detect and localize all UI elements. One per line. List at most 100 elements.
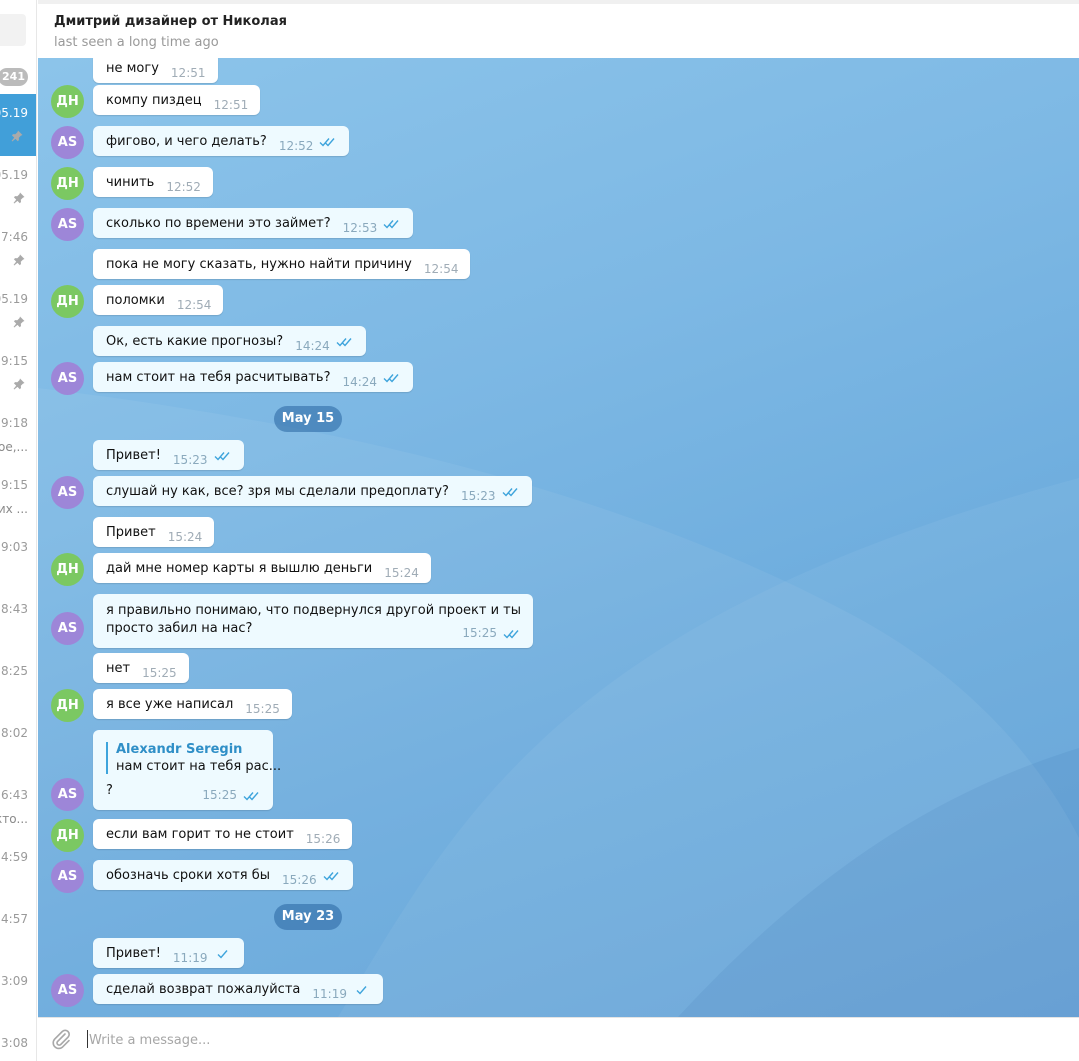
message-time: 12:51 — [170, 66, 206, 80]
message-bubble[interactable]: Привет!15:23 — [93, 440, 244, 470]
message-time: 14:24 — [295, 339, 330, 353]
message-bubble[interactable]: слушай ну как, все? зря мы сделали предо… — [93, 476, 532, 506]
chat-list-item[interactable]: 14:57 — [0, 900, 36, 962]
message-bubble[interactable]: нам стоит на тебя расчитывать?14:24 — [93, 362, 414, 392]
chat-list-item[interactable]: 19:15 их ... — [0, 466, 36, 528]
message-text: слушай ну как, все? зря мы сделали предо… — [106, 484, 449, 499]
message-bubble[interactable]: я правильно понимаю, что подвернулся дру… — [93, 594, 533, 648]
message-bubble[interactable]: обозначь сроки хотя бы 15:26 — [93, 860, 353, 890]
message-bubble[interactable]: сколько по времени это займет?12:53 — [93, 208, 414, 238]
paperclip-icon[interactable] — [50, 1028, 72, 1052]
message-bubble[interactable]: фигово, и чего делать?12:52 — [93, 126, 350, 156]
reply-text: нам стоит на тебя рас... — [116, 759, 282, 774]
message-text: Привет! — [106, 448, 161, 463]
chat-list-item[interactable]: 19:18 ое,... — [0, 404, 36, 466]
avatar[interactable]: ДН — [51, 553, 84, 586]
chat-list-item[interactable]: 16:43 кто... — [0, 776, 36, 838]
message-time: 15:25 — [202, 788, 237, 802]
chat-list-item-time: 18:02 — [0, 726, 28, 740]
avatar[interactable]: ДН — [51, 85, 84, 118]
chat-list-item-time: 05.19 — [0, 168, 28, 182]
chat-header[interactable]: Дмитрий дизайнер от Николая last seen a … — [38, 0, 1079, 58]
chat-list-item[interactable]: 13:09 — [0, 962, 36, 1024]
avatar[interactable]: AS — [51, 362, 84, 395]
message-text: я правильно понимаю, что подвернулся дру… — [106, 603, 521, 618]
chat-list-item-time: 16:43 — [0, 788, 28, 802]
message-text: Привет — [106, 525, 156, 540]
chat-list-item[interactable]: 19:15 — [0, 342, 36, 404]
double-check-icon — [502, 487, 520, 497]
chat-list-item-preview: ое,... — [0, 440, 28, 454]
message-time: 11:19 — [312, 987, 347, 1001]
chat-list-item[interactable]: 17:46 — [0, 218, 36, 280]
double-check-icon — [323, 871, 341, 881]
chat-list-item-time: 19:15 — [0, 354, 28, 368]
pin-icon — [13, 378, 25, 390]
message-time: 15:26 — [282, 873, 317, 887]
chat-list-item[interactable]: 19:03 — [0, 528, 36, 590]
message-text: не могу — [106, 61, 159, 76]
message-time: 11:19 — [172, 951, 208, 965]
message-bubble[interactable]: Ок, есть какие прогнозы?14:24 — [93, 326, 366, 356]
single-check-icon — [214, 949, 232, 959]
chat-list-item[interactable]: 14:59 — [0, 838, 36, 900]
message-bubble[interactable]: не могу 12:51 — [93, 58, 218, 83]
chat-list-item-time: 05.19 — [0, 106, 28, 120]
message-time: 15:25 — [245, 702, 280, 716]
chat-list-item[interactable]: 18:43 — [0, 590, 36, 652]
chat-list-item[interactable]: 18:02 — [0, 714, 36, 776]
message-bubble[interactable]: Привет!11:19 — [93, 938, 244, 968]
unread-count-badge: 241 — [0, 68, 28, 86]
chat-list-item-time: 14:59 — [0, 850, 28, 864]
message-time: 15:25 — [462, 626, 497, 640]
avatar[interactable]: AS — [51, 974, 84, 1007]
reply-author: Alexandr Seregin — [116, 742, 243, 757]
single-check-icon — [353, 985, 371, 995]
avatar[interactable]: ДН — [51, 689, 84, 722]
search-box[interactable] — [0, 14, 26, 46]
avatar[interactable]: AS — [51, 126, 84, 159]
chat-list-item[interactable]: 05.19 — [0, 156, 36, 218]
message-time: 14:24 — [342, 375, 378, 389]
message-time: 15:24 — [384, 566, 419, 580]
avatar[interactable]: AS — [51, 778, 84, 811]
avatar[interactable]: AS — [51, 860, 84, 893]
chat-list-item[interactable]: 05.19 — [0, 94, 36, 156]
message-bubble[interactable]: пока не могу сказать, нужно найти причин… — [93, 249, 471, 279]
avatar[interactable]: ДН — [51, 285, 84, 318]
date-separator: May 15 — [274, 406, 342, 432]
chat-list-item[interactable]: 13:08 — [0, 1024, 36, 1061]
chat-title: Дмитрий дизайнер от Николая — [54, 14, 287, 29]
avatar[interactable]: AS — [51, 612, 84, 645]
message-input[interactable] — [89, 1028, 989, 1052]
pin-icon — [13, 316, 25, 328]
chat-list-item[interactable]: 05.19 — [0, 280, 36, 342]
avatar[interactable]: AS — [51, 476, 84, 509]
chat-status: last seen a long time ago — [54, 35, 219, 50]
message-time: 12:54 — [423, 262, 459, 276]
reply-preview[interactable]: Alexandr Seregin нам стоит на тебя рас..… — [106, 742, 282, 774]
avatar[interactable]: AS — [51, 208, 84, 241]
message-text: пока не могу сказать, нужно найти причин… — [106, 257, 412, 272]
chat-list-item[interactable]: 18:25 — [0, 652, 36, 714]
message-time: 12:53 — [342, 221, 378, 235]
message-time: 15:26 — [305, 832, 341, 846]
message-text: чинить — [106, 175, 155, 190]
avatar[interactable]: ДН — [51, 167, 84, 200]
chat-list-sidebar: 241 05.19 05.19 17:46 05.19 19:15 19:18 … — [0, 0, 37, 1061]
message-bubble[interactable]: Alexandr Seregin нам стоит на тебя рас..… — [93, 730, 282, 810]
chat-list-item-time: 19:18 — [0, 416, 28, 430]
text-caret — [87, 1030, 88, 1048]
message-text: обозначь сроки хотя бы — [106, 868, 271, 883]
avatar[interactable]: ДН — [51, 819, 84, 852]
